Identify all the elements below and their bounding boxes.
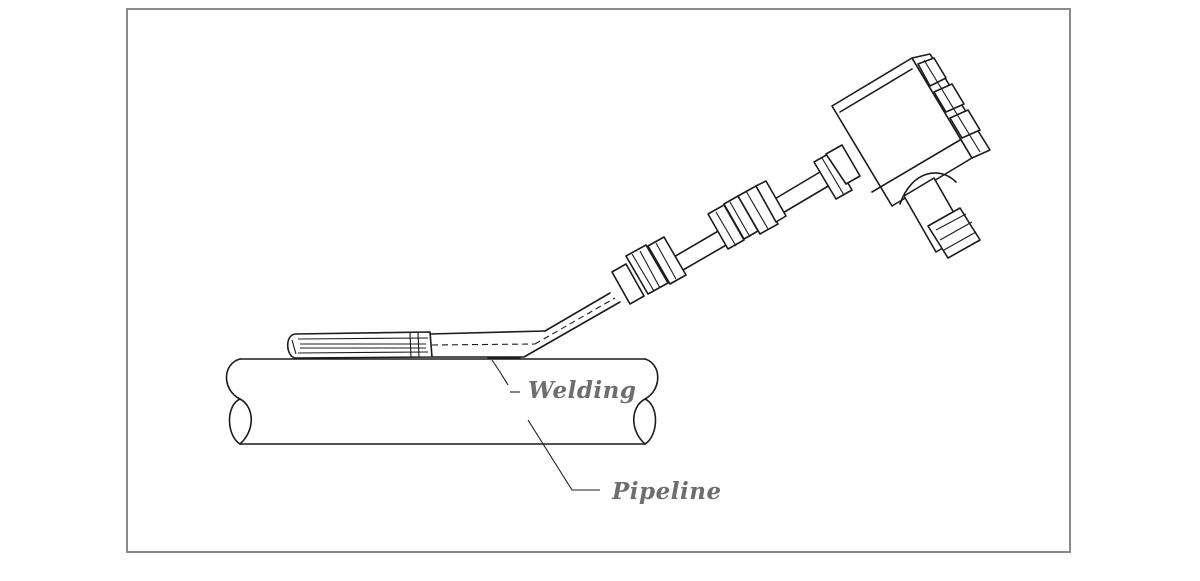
compression-fitting-lower (611, 236, 687, 305)
junction-box-head (831, 53, 991, 259)
weld-joint (487, 357, 521, 386)
sensor-sheath (429, 292, 621, 358)
head-connector-nut (813, 144, 861, 200)
welding-callout: Welding (510, 377, 636, 404)
pipeline-callout: Pipeline (527, 419, 722, 505)
pipeline-label: Pipeline (611, 478, 722, 505)
sensor-probe-tip (286, 331, 433, 359)
welding-label: Welding (528, 377, 636, 404)
compression-fitting-upper (707, 180, 787, 250)
pipeline (225, 358, 659, 445)
